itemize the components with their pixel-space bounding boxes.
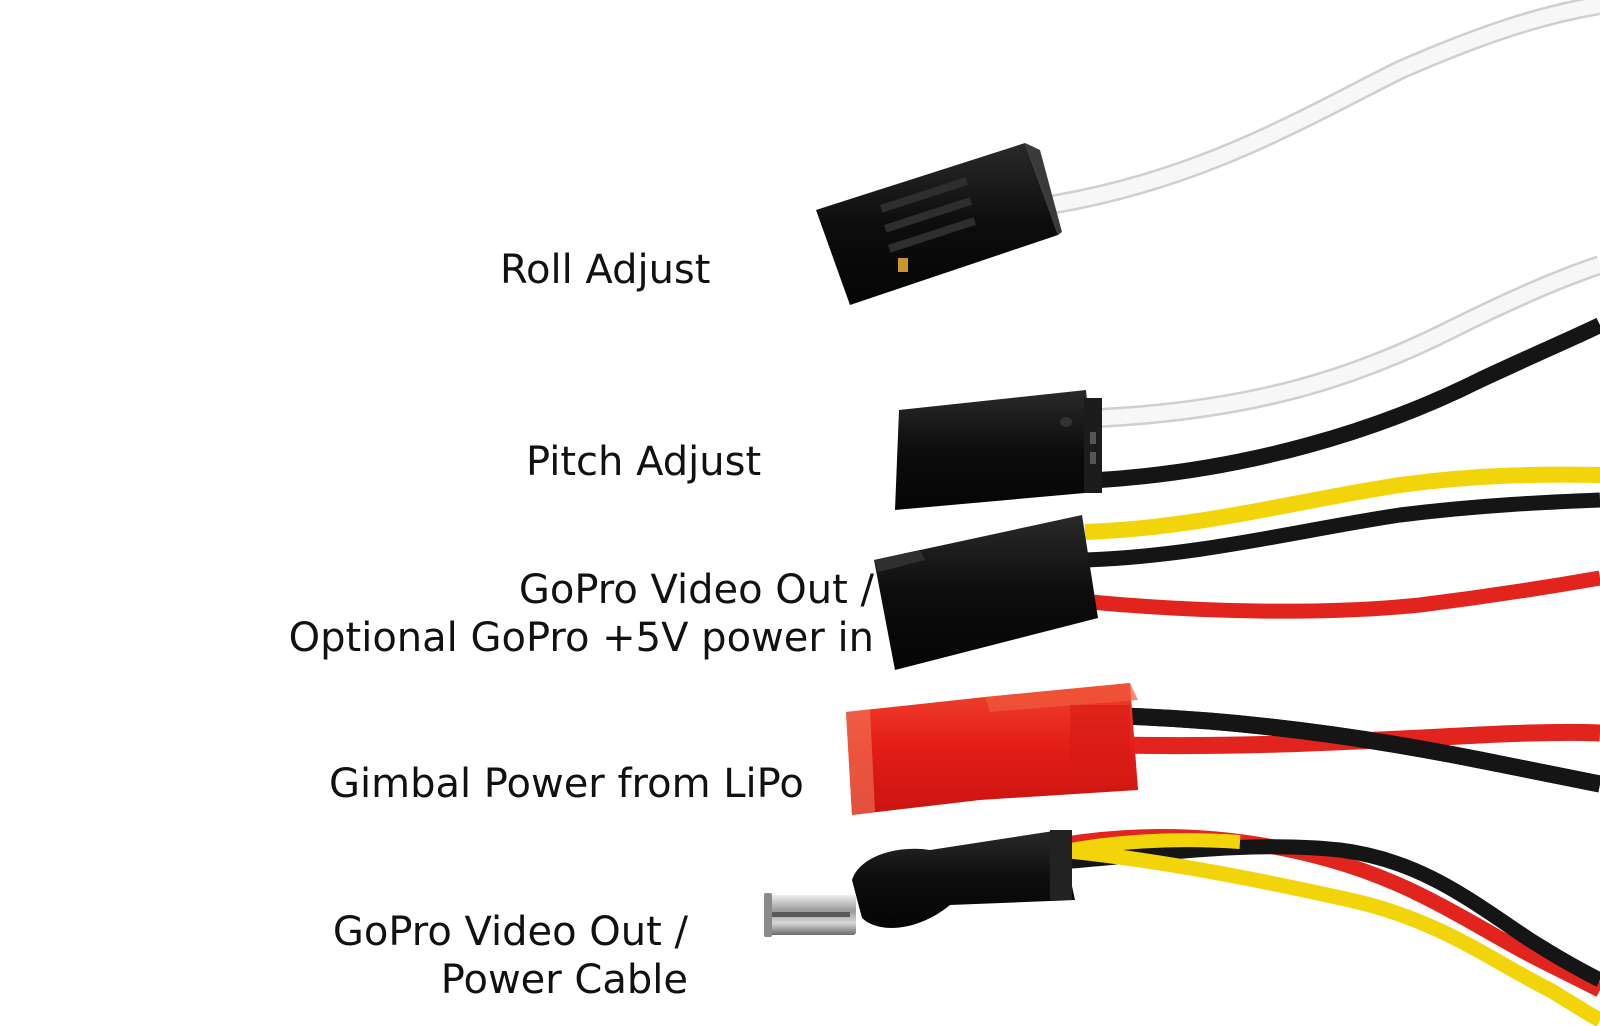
gimbal-power-connector — [846, 683, 1600, 815]
gopro-power-cable — [764, 829, 1600, 1026]
gopro-video-out-label: GoPro Video Out / Optional GoPro +5V pow… — [289, 566, 874, 662]
gopro-power-cable-line2: Power Cable — [440, 957, 688, 1003]
gopro-video-out-line2: Optional GoPro +5V power in — [288, 615, 874, 661]
gopro-video-out-connector — [874, 466, 1600, 670]
gopro-power-cable-line1: GoPro Video Out / — [332, 909, 688, 955]
gopro-video-out-line1: GoPro Video Out / — [518, 567, 874, 613]
pitch-adjust-label: Pitch Adjust — [526, 439, 762, 485]
pitch-adjust-connector — [895, 255, 1600, 510]
roll-adjust-label: Roll Adjust — [500, 247, 711, 293]
gimbal-power-label: Gimbal Power from LiPo — [329, 761, 804, 807]
gopro-power-cable-label: GoPro Video Out / Power Cable — [333, 908, 688, 1004]
roll-adjust-connector — [816, 0, 1600, 305]
